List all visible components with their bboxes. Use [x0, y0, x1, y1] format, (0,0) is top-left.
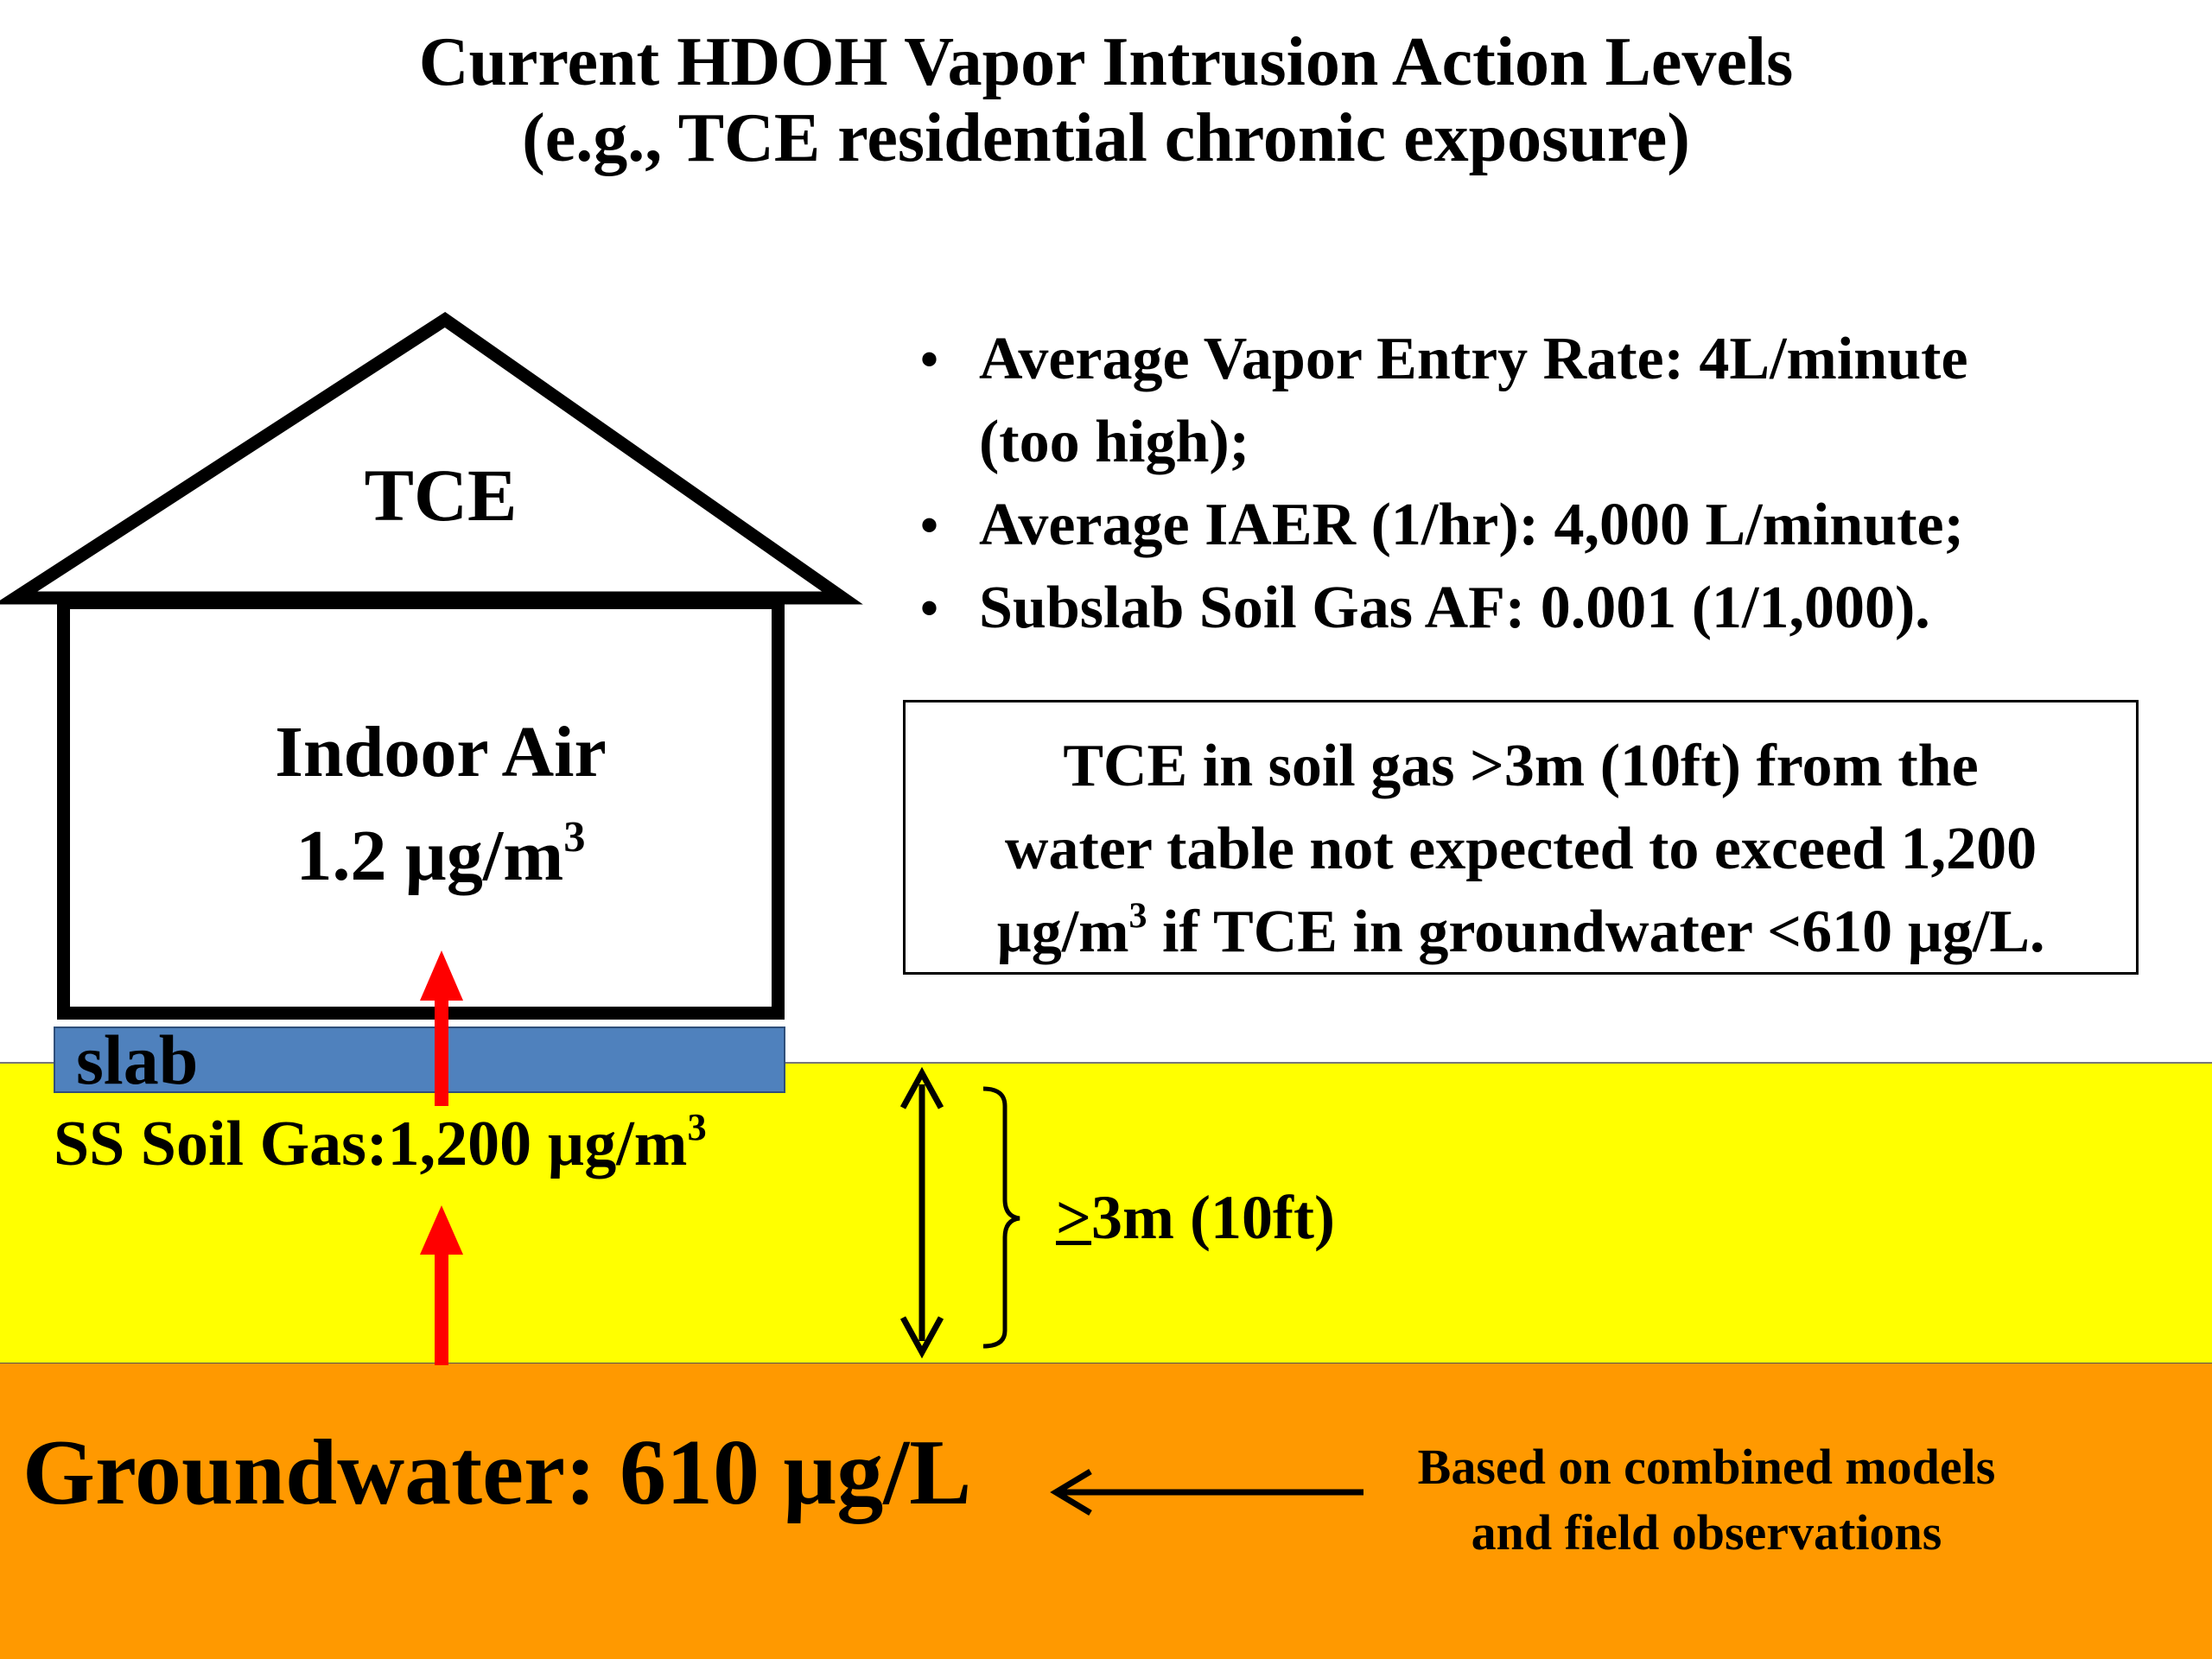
bullet-glyph: •: [920, 497, 939, 554]
subslab-soil-gas-label: SS Soil Gas:1,200 µg/m3: [54, 1108, 707, 1180]
note-line-3: µg/m3 if TCE in groundwater <610 µg/L.: [906, 891, 2136, 974]
indoor-air-value: 1.2 µg/m3: [181, 815, 700, 896]
subslab-soil-gas-text: SS Soil Gas:1,200 µg/m: [54, 1109, 688, 1179]
house-roof: [0, 311, 863, 605]
soil-gas-note-box: TCE in soil gas >3m (10ft) from the wate…: [903, 700, 2139, 975]
depth-text: 3m (10ft): [1091, 1183, 1335, 1252]
note-line-3-pre: µg/m: [996, 899, 1129, 965]
note-line-2: water table not expected to exceed 1,200: [1004, 816, 2037, 882]
bullet-3-line-1: Subslab Soil Gas AF: 0.001 (1/1,000).: [979, 575, 1930, 641]
assumption-list: • Average Vapor Entry Rate: 4L/minute (t…: [920, 318, 2190, 650]
subslab-soil-gas-superscript: 3: [687, 1105, 707, 1149]
title-line-2: (e.g., TCE residential chronic exposure): [522, 100, 1690, 176]
groundwater-zone: [0, 1363, 2212, 1659]
vapor-arrow-lower: [420, 1205, 463, 1365]
depth-label: >3m (10ft): [1056, 1182, 1335, 1253]
list-item: • Average Vapor Entry Rate: 4L/minute (t…: [920, 318, 2190, 484]
bullet-1-line-2: (too high);: [979, 409, 1250, 475]
list-item: • Average IAER (1/hr): 4,000 L/minute;: [920, 484, 2190, 567]
basis-note: Based on combined models and field obser…: [1365, 1434, 2048, 1566]
basis-line-1: Based on combined models: [1417, 1439, 1996, 1495]
indoor-air-superscript: 3: [563, 812, 586, 861]
bullet-1-line-1: Average Vapor Entry Rate: 4L/minute: [979, 326, 1968, 392]
indoor-air-label: Indoor Air: [275, 712, 607, 792]
slab: [54, 1027, 785, 1093]
basis-line-2: and field observations: [1471, 1504, 1942, 1560]
house-body: [57, 596, 785, 1020]
bullet-glyph: •: [920, 580, 939, 637]
note-line-3-post: if TCE in groundwater <610 µg/L.: [1147, 899, 2045, 965]
note-line-1: TCE in soil gas >3m (10ft) from the: [1063, 733, 1979, 799]
depth-double-arrow: [899, 1066, 944, 1359]
vapor-arrow-upper: [420, 950, 463, 1106]
basis-pointer-arrow: [1050, 1468, 1363, 1516]
indoor-air-value-text: 1.2 µg/m: [296, 816, 564, 896]
bullet-glyph: •: [920, 331, 939, 388]
groundwater-label: Groundwater: 610 µg/L: [22, 1421, 972, 1524]
slab-label: slab: [76, 1020, 199, 1099]
depth-brace: [982, 1086, 1020, 1349]
bullet-2-line-1: Average IAER (1/hr): 4,000 L/minute;: [979, 492, 1964, 558]
title-line-1: Current HDOH Vapor Intrusion Action Leve…: [418, 24, 1794, 100]
list-item: • Subslab Soil Gas AF: 0.001 (1/1,000).: [920, 567, 2190, 650]
depth-symbol: >: [1056, 1183, 1092, 1252]
roof-label: TCE: [364, 454, 518, 537]
page-title: Current HDOH Vapor Intrusion Action Leve…: [0, 24, 2212, 176]
note-line-3-superscript: 3: [1128, 896, 1147, 937]
vadose-soil-zone: [0, 1062, 2212, 1364]
